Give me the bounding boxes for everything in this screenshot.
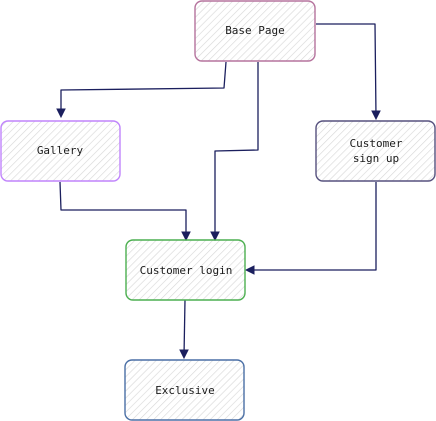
arrowhead-customer-login-top-right [210, 231, 220, 242]
edge-gallery-to-customer-login [59, 181, 187, 238]
edges [56, 23, 381, 360]
arrowhead-customer-sign-up [371, 110, 381, 121]
edge-customer-login-to-exclusive [183, 299, 186, 357]
node-label-customer-login: Customer login [140, 264, 233, 277]
node-label-customer-sign-up-line-1: Customer [350, 137, 403, 150]
node-label-base-page: Base Page [225, 24, 285, 37]
edge-base-page-to-gallery [60, 61, 227, 115]
node-customer-login[interactable]: Customer login [125, 239, 246, 301]
edge-customer-sign-up-to-customer-login [248, 182, 377, 271]
edge-base-page-to-customer-login [214, 62, 259, 238]
arrowhead-customer-login-top-left [181, 231, 191, 242]
edge-base-page-to-customer-sign-up [316, 23, 377, 118]
node-customer-sign-up[interactable]: Customer sign up [315, 120, 436, 182]
node-label-customer-sign-up-line-2: sign up [353, 152, 399, 165]
node-label-exclusive: Exclusive [155, 384, 215, 397]
node-gallery[interactable]: Gallery [0, 120, 121, 182]
node-label-gallery: Gallery [37, 144, 84, 157]
node-base-page[interactable]: Base Page [194, 0, 316, 62]
arrowhead-exclusive [179, 349, 189, 360]
arrowhead-gallery [56, 108, 66, 119]
node-exclusive[interactable]: Exclusive [124, 359, 245, 421]
arrowhead-customer-login-right [244, 265, 255, 275]
